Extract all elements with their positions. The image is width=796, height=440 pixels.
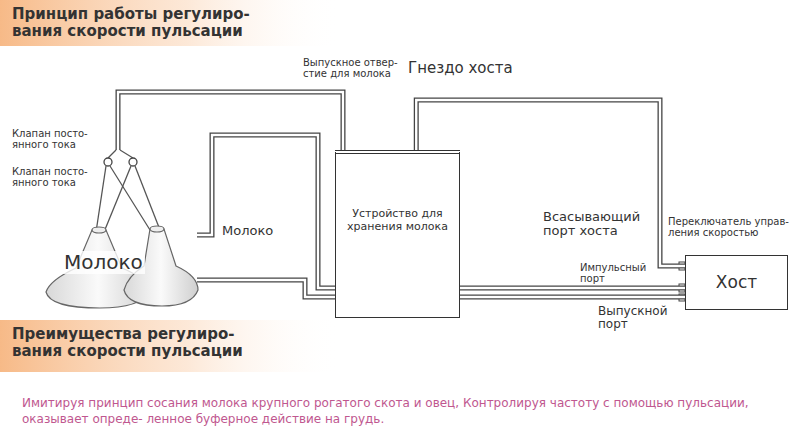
- port-label: Импульсный порт: [580, 262, 660, 284]
- subtitle-band: [0, 320, 340, 372]
- tube-outline: [118, 92, 343, 150]
- node-text: Устройство для хранения молока: [344, 208, 451, 233]
- valve-label: Клапан посто- янного тока: [12, 128, 100, 150]
- valve-symbol: [104, 158, 112, 166]
- tube-connector: [118, 92, 343, 150]
- diagram-title: Принцип работы регулиро- вания скорости …: [12, 6, 262, 39]
- milk-label: Молоко: [222, 224, 302, 238]
- switch-label: Переключатель управ- ления скоростью: [668, 216, 792, 238]
- port-label: Всасывающий порт хоста: [543, 210, 653, 239]
- caption: Имитируя принцип сосания молока крупного…: [22, 395, 782, 427]
- valve-label: Клапан посто- янного тока: [12, 166, 100, 188]
- teat-cups: Молоко: [40, 150, 205, 315]
- node-text: Хост: [716, 273, 757, 293]
- valve-symbol: [129, 158, 137, 166]
- port-label: Выпускной порт: [598, 305, 678, 331]
- host-box: Хост: [685, 255, 788, 310]
- socket-label: Гнездо хоста: [408, 60, 548, 77]
- title-band: [0, 0, 340, 46]
- outlet-label: Выпускное отвер- стие для молока: [303, 57, 398, 79]
- valve-tubes: [96, 150, 160, 232]
- tube-core: [118, 92, 343, 150]
- subtitle: Преимущества регулиро- вания скорости пу…: [12, 326, 262, 359]
- node-text: Молоко: [62, 251, 145, 274]
- storage-box: Устройство для хранения молока: [335, 150, 460, 318]
